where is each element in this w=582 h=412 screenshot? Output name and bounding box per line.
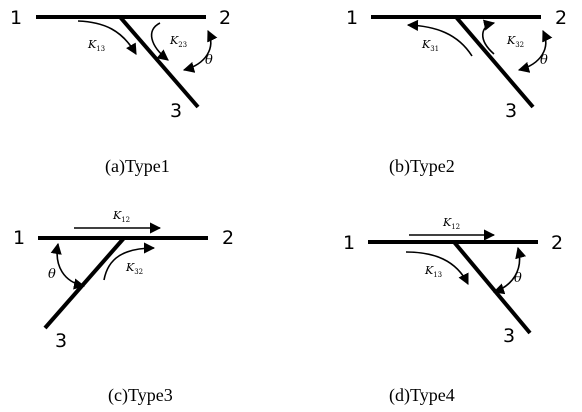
- port-1-label: 1: [346, 7, 358, 29]
- port-3-label: 3: [170, 100, 182, 122]
- angle-arc: [517, 29, 553, 73]
- flow-label-k32: K32: [506, 34, 524, 49]
- panel-caption: (c)Type3: [108, 385, 173, 406]
- flow-label-k12: K12: [112, 209, 130, 224]
- angle-label: θ: [540, 53, 548, 68]
- flow-arrow-k13: [405, 251, 469, 286]
- flow-arrow-k31: [406, 19, 473, 57]
- flow-arrow-k32: [103, 242, 156, 281]
- flow-arrow-k13: [77, 20, 137, 55]
- angle-label: θ: [48, 267, 56, 282]
- port-1-label: 1: [13, 227, 25, 249]
- panel-caption: (d)Type4: [389, 385, 455, 406]
- port-3-label: 3: [505, 100, 517, 122]
- panel-caption: (b)Type2: [389, 156, 455, 177]
- port-2-label: 2: [219, 7, 231, 29]
- port-1-label: 1: [10, 7, 22, 29]
- angle-label: θ: [514, 271, 522, 286]
- angle-label: θ: [205, 53, 213, 68]
- flow-label-k31: K31: [421, 38, 439, 53]
- panel-a: 1 2 3 K13 K23 θ (a)Type1: [10, 7, 231, 177]
- port-2-label: 2: [551, 232, 563, 254]
- flow-label-k13: K13: [424, 264, 442, 279]
- branch-pipe: [454, 15, 535, 109]
- panel-caption: (a)Type1: [105, 156, 170, 177]
- flow-label-k12: K12: [442, 216, 460, 231]
- branch-pipe: [452, 240, 532, 335]
- flow-label-k32: K32: [125, 261, 143, 276]
- port-3-label: 3: [55, 330, 67, 352]
- panel-b: 1 2 3 K31 K32 θ (b)Type2: [346, 7, 567, 177]
- angle-arc: [50, 242, 86, 290]
- flow-label-k13: K13: [87, 38, 105, 53]
- port-2-label: 2: [555, 7, 567, 29]
- port-3-label: 3: [503, 325, 515, 347]
- flow-arrow-k23: [150, 22, 169, 61]
- panel-c: 1 2 3 K12 K32 θ (c)Type3: [13, 209, 234, 406]
- panel-d: 1 2 3 K12 K13 θ (d)Type4: [343, 216, 563, 406]
- port-2-label: 2: [222, 227, 234, 249]
- angle-arc: [182, 29, 218, 73]
- branch-pipe: [118, 15, 200, 109]
- angle-arc: [492, 246, 527, 295]
- flow-arrow-k32: [481, 19, 496, 55]
- port-1-label: 1: [343, 232, 355, 254]
- flow-label-k23: K23: [169, 34, 187, 49]
